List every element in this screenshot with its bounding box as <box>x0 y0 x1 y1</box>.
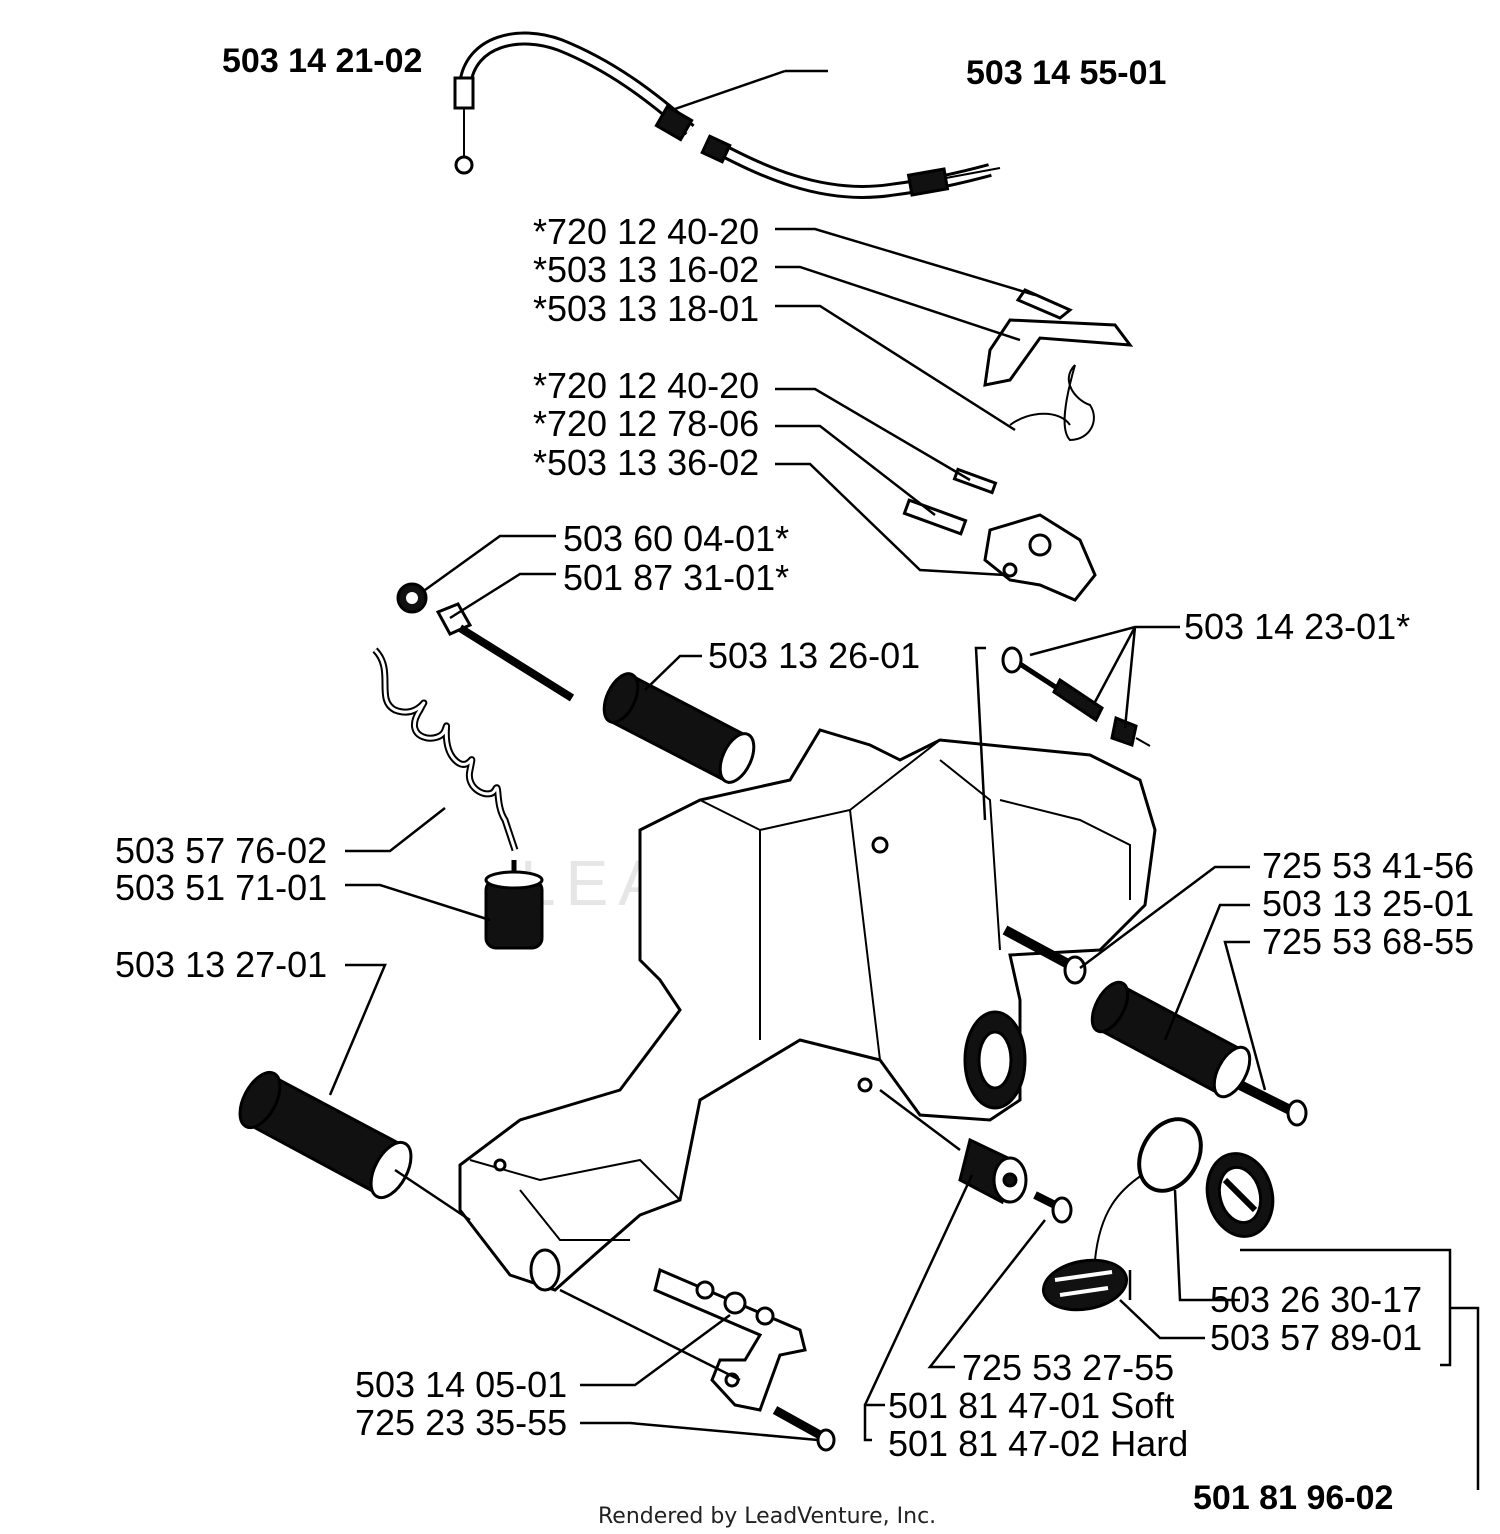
label-pin-c: *720 12 78-06 <box>533 403 759 444</box>
label-cable-right: 503 14 55-01 <box>966 54 1166 92</box>
label-bracket: 503 14 05-01 <box>355 1364 567 1405</box>
label-trigger-b: *503 13 36-02 <box>533 442 759 483</box>
throttle-lever-group <box>983 288 1134 442</box>
handle-bolt <box>1002 925 1087 985</box>
label-fuel-hose: 503 57 76-02 <box>115 830 327 871</box>
label-pin-b: *720 12 40-20 <box>533 365 759 406</box>
label-rear-grip: 503 13 27-01 <box>115 944 327 985</box>
bracket-plate <box>653 1267 807 1412</box>
label-screw-set: 503 14 23-01* <box>1184 606 1410 647</box>
fuel-hose <box>372 647 519 852</box>
label-cap-assembly: 501 81 96-02 <box>1193 1479 1393 1517</box>
label-bolt-right: 725 53 41-56 <box>1262 845 1474 886</box>
tank-housing <box>458 728 1157 1292</box>
label-spring-a: *503 13 18-01 <box>533 288 759 329</box>
rubber-buffer <box>958 1137 1028 1205</box>
label-lever-a: *503 13 16-02 <box>533 249 759 290</box>
label-oring: 503 26 30-17 <box>1210 1279 1422 1320</box>
label-buffer-hard: 501 81 47-02 Hard <box>888 1423 1188 1464</box>
label-cover-plate: 503 57 89-01 <box>1210 1317 1422 1358</box>
label-screw-center: 725 53 27-55 <box>962 1347 1174 1388</box>
right-handle-grip <box>1090 980 1252 1099</box>
trigger-group <box>902 467 1097 602</box>
footer-credit: Rendered by LeadVenture, Inc. <box>598 1504 936 1529</box>
rear-grip <box>238 1070 413 1200</box>
fuel-filter <box>484 860 544 950</box>
cap-assembly <box>1041 1117 1275 1312</box>
front-grip <box>602 672 756 785</box>
label-needle-pin: 501 87 31-01* <box>563 557 789 598</box>
label-screw-right: 725 53 68-55 <box>1262 921 1474 962</box>
throttle-cable <box>453 31 1001 199</box>
right-screw <box>1237 1080 1308 1127</box>
label-front-grip: 503 13 26-01 <box>708 635 920 676</box>
label-handle-grip-right: 503 13 25-01 <box>1262 883 1474 924</box>
bracket-screw <box>772 1406 836 1452</box>
label-throttle-cable: 503 14 21-02 <box>222 42 422 80</box>
center-screw <box>1033 1191 1073 1224</box>
nut-and-pin <box>396 582 575 702</box>
label-nut-small: 503 60 04-01* <box>563 518 789 559</box>
screw-set <box>1001 646 1151 747</box>
leader-lines <box>328 69 1480 1490</box>
label-buffer-soft: 501 81 47-01 Soft <box>888 1385 1174 1426</box>
label-pin-a: *720 12 40-20 <box>533 211 759 252</box>
label-screw-bracket: 725 23 35-55 <box>355 1402 567 1443</box>
label-fuel-filter: 503 51 71-01 <box>115 867 327 908</box>
